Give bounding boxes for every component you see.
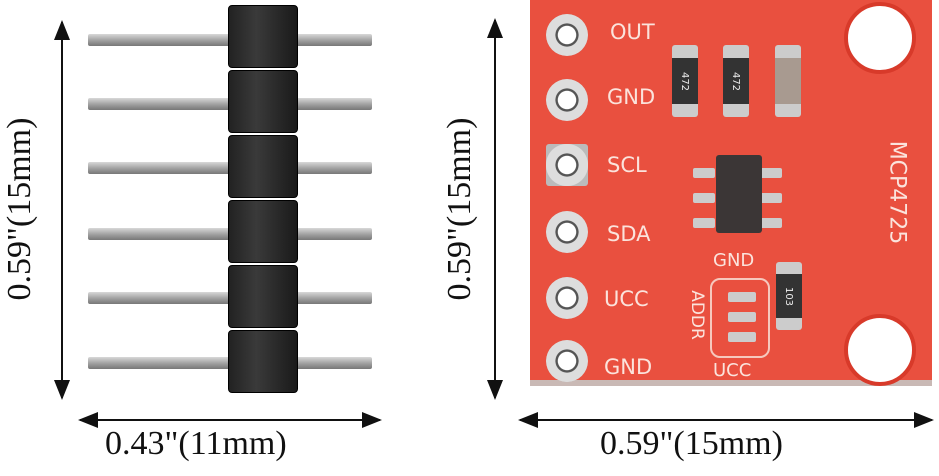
resistor: 472 [672,45,698,117]
header-housing [228,330,298,393]
pin-label: UCC [604,287,649,311]
pin-label: OUT [610,20,655,44]
pad-out [546,14,588,56]
header-housing [228,200,298,263]
header-housing [228,135,298,198]
addr-gnd-label: GND [713,250,755,271]
mcp4725-board: OUT GND SCL SDA UCC GND 472 472 103 GND … [530,0,932,386]
header-height-label: 0.59"(15mm) [1,117,38,301]
header-width-label: 0.43"(11mm) [105,425,287,462]
addr-label: ADDR [686,290,707,340]
chip-leg [693,193,715,203]
module-width-label: 0.59"(15mm) [600,425,783,462]
resistor-code: 472 [730,71,742,91]
dac-chip [716,155,762,233]
chip-leg [693,218,715,228]
header-housing [228,265,298,328]
header-housing [228,5,298,68]
pad-vcc [546,277,588,319]
chip-leg [760,218,782,228]
pad-scl [546,144,588,186]
chip-leg [760,168,782,178]
resistor: 103 [776,262,802,330]
module-height-label: 0.59"(15mm) [441,117,478,301]
pad-sda [546,211,588,253]
pin-label: SDA [607,222,651,246]
pin-label: GND [607,85,656,109]
header-housing [228,70,298,133]
jumper-pad [728,332,756,342]
chip-leg [760,193,782,203]
resistor-code: 472 [679,71,691,91]
resistor: 472 [723,45,749,117]
jumper-pad [728,292,756,302]
mounting-hole [844,2,916,74]
jumper-pad [728,312,756,322]
chip-leg [693,168,715,178]
resistor-code: 103 [783,286,795,306]
board-name: MCP4725 [884,140,910,245]
pin-label: GND [604,355,653,379]
pin-label: SCL [607,153,647,177]
pad-gnd2 [546,340,588,382]
mounting-hole [844,314,916,386]
capacitor [775,45,801,117]
addr-vcc-label: UCC [713,360,752,381]
pad-gnd [546,79,588,121]
addr-jumper [710,278,770,358]
